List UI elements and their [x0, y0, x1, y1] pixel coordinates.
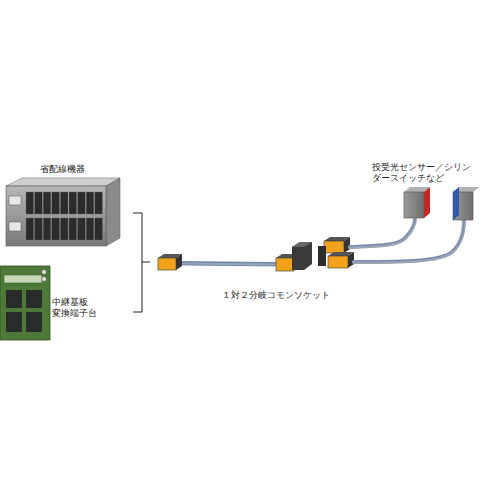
- drawing-part: [324, 241, 344, 253]
- rack-module: [26, 192, 34, 214]
- branch-connectors: [318, 237, 354, 268]
- drawing-part: [404, 192, 424, 218]
- drawing-part: [292, 242, 312, 270]
- rack-module: [43, 192, 51, 214]
- connector-left: [158, 254, 182, 270]
- drawing-part: [9, 222, 21, 231]
- drawing-part: [6, 290, 22, 308]
- drawing-part: [276, 258, 294, 271]
- drawing-part: [348, 252, 354, 268]
- drawing-part: [182, 265, 278, 266]
- drawing-part: [328, 256, 348, 268]
- drawing-part: [354, 220, 464, 262]
- drawing-part: [0, 266, 50, 340]
- caption-label: １対２分岐コモンソケット: [222, 290, 330, 301]
- rack-module: [86, 192, 94, 214]
- drawing-part: [26, 312, 42, 332]
- drawing-part: [176, 254, 182, 270]
- drawing-part: [6, 312, 22, 332]
- rack-module: [78, 218, 86, 240]
- rack-module: [35, 192, 43, 214]
- drawing-part: [453, 187, 459, 220]
- caption-label: 省配線機器: [40, 164, 94, 175]
- bracket: [133, 213, 142, 312]
- wiring-device: [6, 178, 120, 246]
- drawing-part: [354, 220, 464, 261]
- drawing-part: [26, 192, 102, 240]
- rack-module: [86, 218, 94, 240]
- drawing-part: [6, 186, 106, 246]
- drawing-part: [6, 178, 120, 186]
- drawing-part: [318, 246, 326, 266]
- drawing-part: [292, 242, 312, 247]
- branch-cables: [350, 218, 464, 262]
- drawing-part: [182, 262, 278, 263]
- rack-module: [52, 192, 60, 214]
- rack-module: [95, 218, 103, 240]
- drawing-part: [182, 263, 278, 264]
- rack-module: [52, 218, 60, 240]
- rack-module: [60, 192, 68, 214]
- drawing-part: [4, 275, 42, 283]
- common-socket: [276, 242, 312, 271]
- rack-module: [78, 192, 86, 214]
- rack-module: [60, 218, 68, 240]
- drawing-part: [42, 270, 47, 275]
- drawing-part: [350, 218, 415, 247]
- main-cable: [182, 262, 278, 266]
- rack-module: [26, 218, 34, 240]
- bracket-tick: [142, 262, 150, 263]
- rack-module: [35, 218, 43, 240]
- drawing-part: [42, 277, 47, 282]
- sensor-red: [404, 187, 430, 218]
- drawing-part: [26, 290, 42, 308]
- relay-board: [0, 266, 50, 340]
- rack-module: [69, 218, 77, 240]
- drawing-part: [158, 258, 176, 270]
- drawing-part: [106, 178, 120, 246]
- rack-module: [43, 218, 51, 240]
- caption-label: 投受光センサー／シリンダースイッチなど: [372, 162, 471, 184]
- rack-module: [69, 192, 77, 214]
- drawing-part: [350, 218, 415, 246]
- drawing-part: [9, 196, 21, 205]
- drawing-part: [424, 187, 430, 218]
- drawing-part: [344, 237, 350, 253]
- sensor-blue: [453, 187, 479, 220]
- caption-label: 中継基板 変換端子台: [52, 297, 97, 319]
- rack-module: [95, 192, 103, 214]
